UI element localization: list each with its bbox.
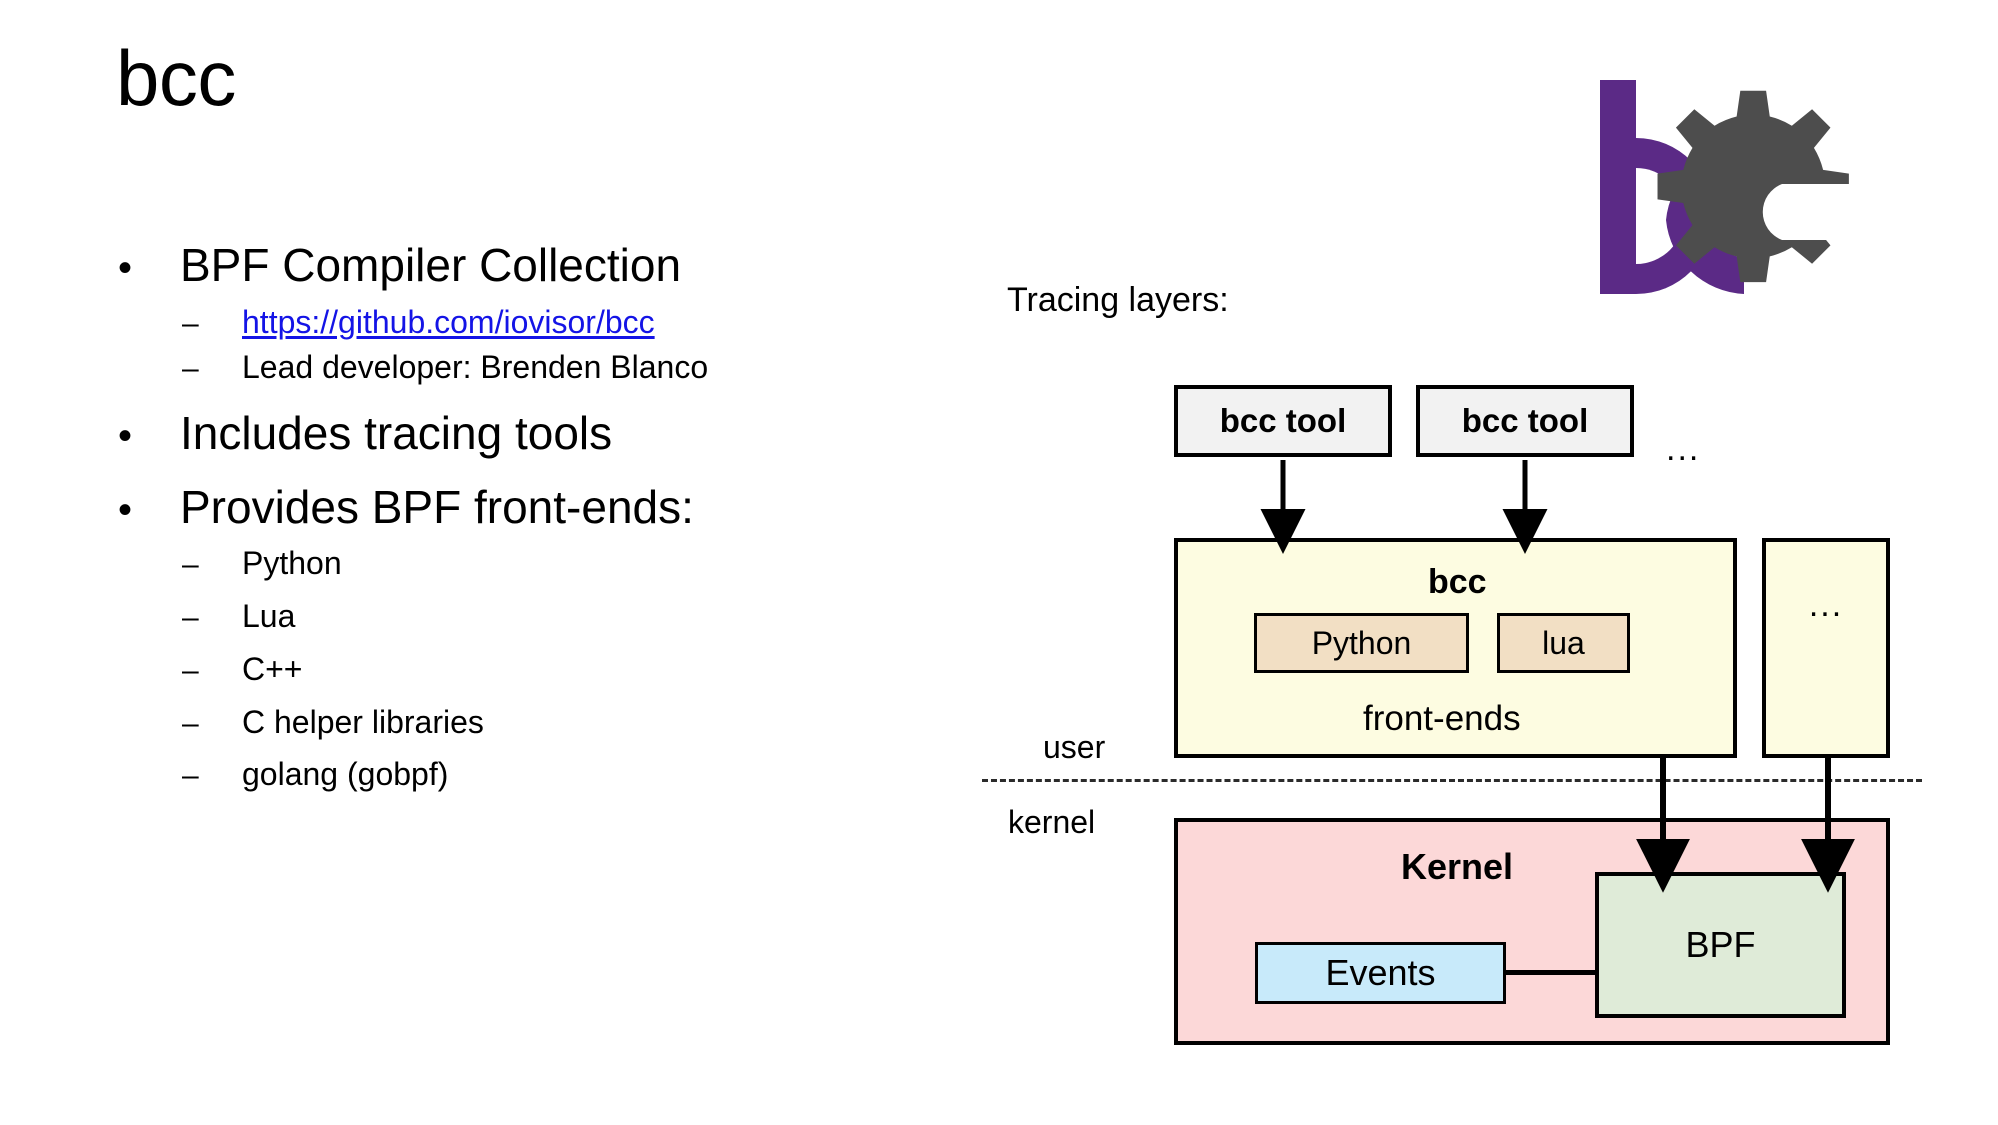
lua-label: lua [1542, 624, 1585, 661]
bullet-marker: – [182, 600, 199, 634]
bullet-text: Python [242, 545, 342, 582]
bullet-text: Provides BPF front-ends: [180, 480, 694, 533]
bullet-text: C++ [242, 650, 303, 687]
tools-more-ellipsis: ... [1666, 430, 1701, 468]
bcc-tool-label: bcc tool [1219, 402, 1347, 439]
github-link[interactable]: https://github.com/iovisor/bcc [242, 303, 655, 340]
kernel-box [1174, 818, 1890, 1045]
bcc-tool-box-2: bcc tool [1416, 385, 1634, 457]
list-item: • Provides BPF front-ends: [118, 480, 878, 534]
bcc-tool-label: bcc tool [1461, 402, 1589, 439]
lua-frontend-box: lua [1497, 613, 1630, 673]
user-space-label: user [1043, 729, 1106, 765]
bullet-marker: • [118, 487, 133, 532]
bullet-text: golang (gobpf) [242, 756, 449, 793]
bullet-marker: – [182, 306, 199, 340]
bullet-marker: • [118, 414, 133, 459]
list-item: – Python [118, 545, 878, 582]
bullet-marker: – [182, 653, 199, 687]
list-item: – C helper libraries [118, 704, 878, 741]
bullet-text: Lead developer: Brenden Blanco [242, 349, 709, 386]
list-item: – C++ [118, 651, 878, 688]
bcc-tool-box-1: bcc tool [1174, 385, 1392, 457]
list-item: • BPF Compiler Collection [118, 239, 878, 292]
bullet-marker: – [182, 352, 199, 386]
events-bpf-connector [1504, 970, 1597, 975]
bpf-box: BPF [1595, 872, 1846, 1018]
python-label: Python [1311, 624, 1412, 661]
bpf-label: BPF [1685, 924, 1756, 965]
front-ends-subtitle: front-ends [1363, 699, 1521, 738]
other-frontend-box: ... [1762, 538, 1890, 758]
bullet-marker: – [182, 759, 199, 793]
other-frontend-ellipsis: ... [1808, 586, 1844, 624]
bullet-text: C helper libraries [242, 703, 484, 740]
python-frontend-box: Python [1254, 613, 1469, 673]
events-label: Events [1325, 952, 1436, 993]
bullet-list: • BPF Compiler Collection – https://gith… [118, 239, 878, 802]
bullet-marker: – [182, 706, 199, 740]
list-item: • Includes tracing tools [118, 408, 878, 460]
kernel-box-title: Kernel [1401, 846, 1514, 887]
list-item: – Lead developer: Brenden Blanco [118, 349, 878, 386]
events-box: Events [1255, 942, 1506, 1004]
bcc-logo [1596, 72, 1896, 302]
bullet-marker: • [118, 246, 133, 290]
list-item: – golang (gobpf) [118, 756, 878, 793]
list-item: – Lua [118, 598, 878, 635]
list-item: – https://github.com/iovisor/bcc [118, 304, 878, 341]
bullet-marker: – [182, 548, 199, 582]
kernel-space-label: kernel [1008, 804, 1096, 840]
bcc-box [1174, 538, 1737, 758]
user-kernel-divider [982, 779, 1922, 782]
bcc-box-title: bcc [1428, 563, 1487, 601]
bullet-text: Includes tracing tools [180, 407, 613, 460]
bullet-text: BPF Compiler Collection [180, 239, 682, 291]
bullet-text: Lua [242, 597, 296, 634]
diagram-caption: Tracing layers: [1007, 281, 1229, 319]
page-title: bcc [116, 34, 236, 122]
